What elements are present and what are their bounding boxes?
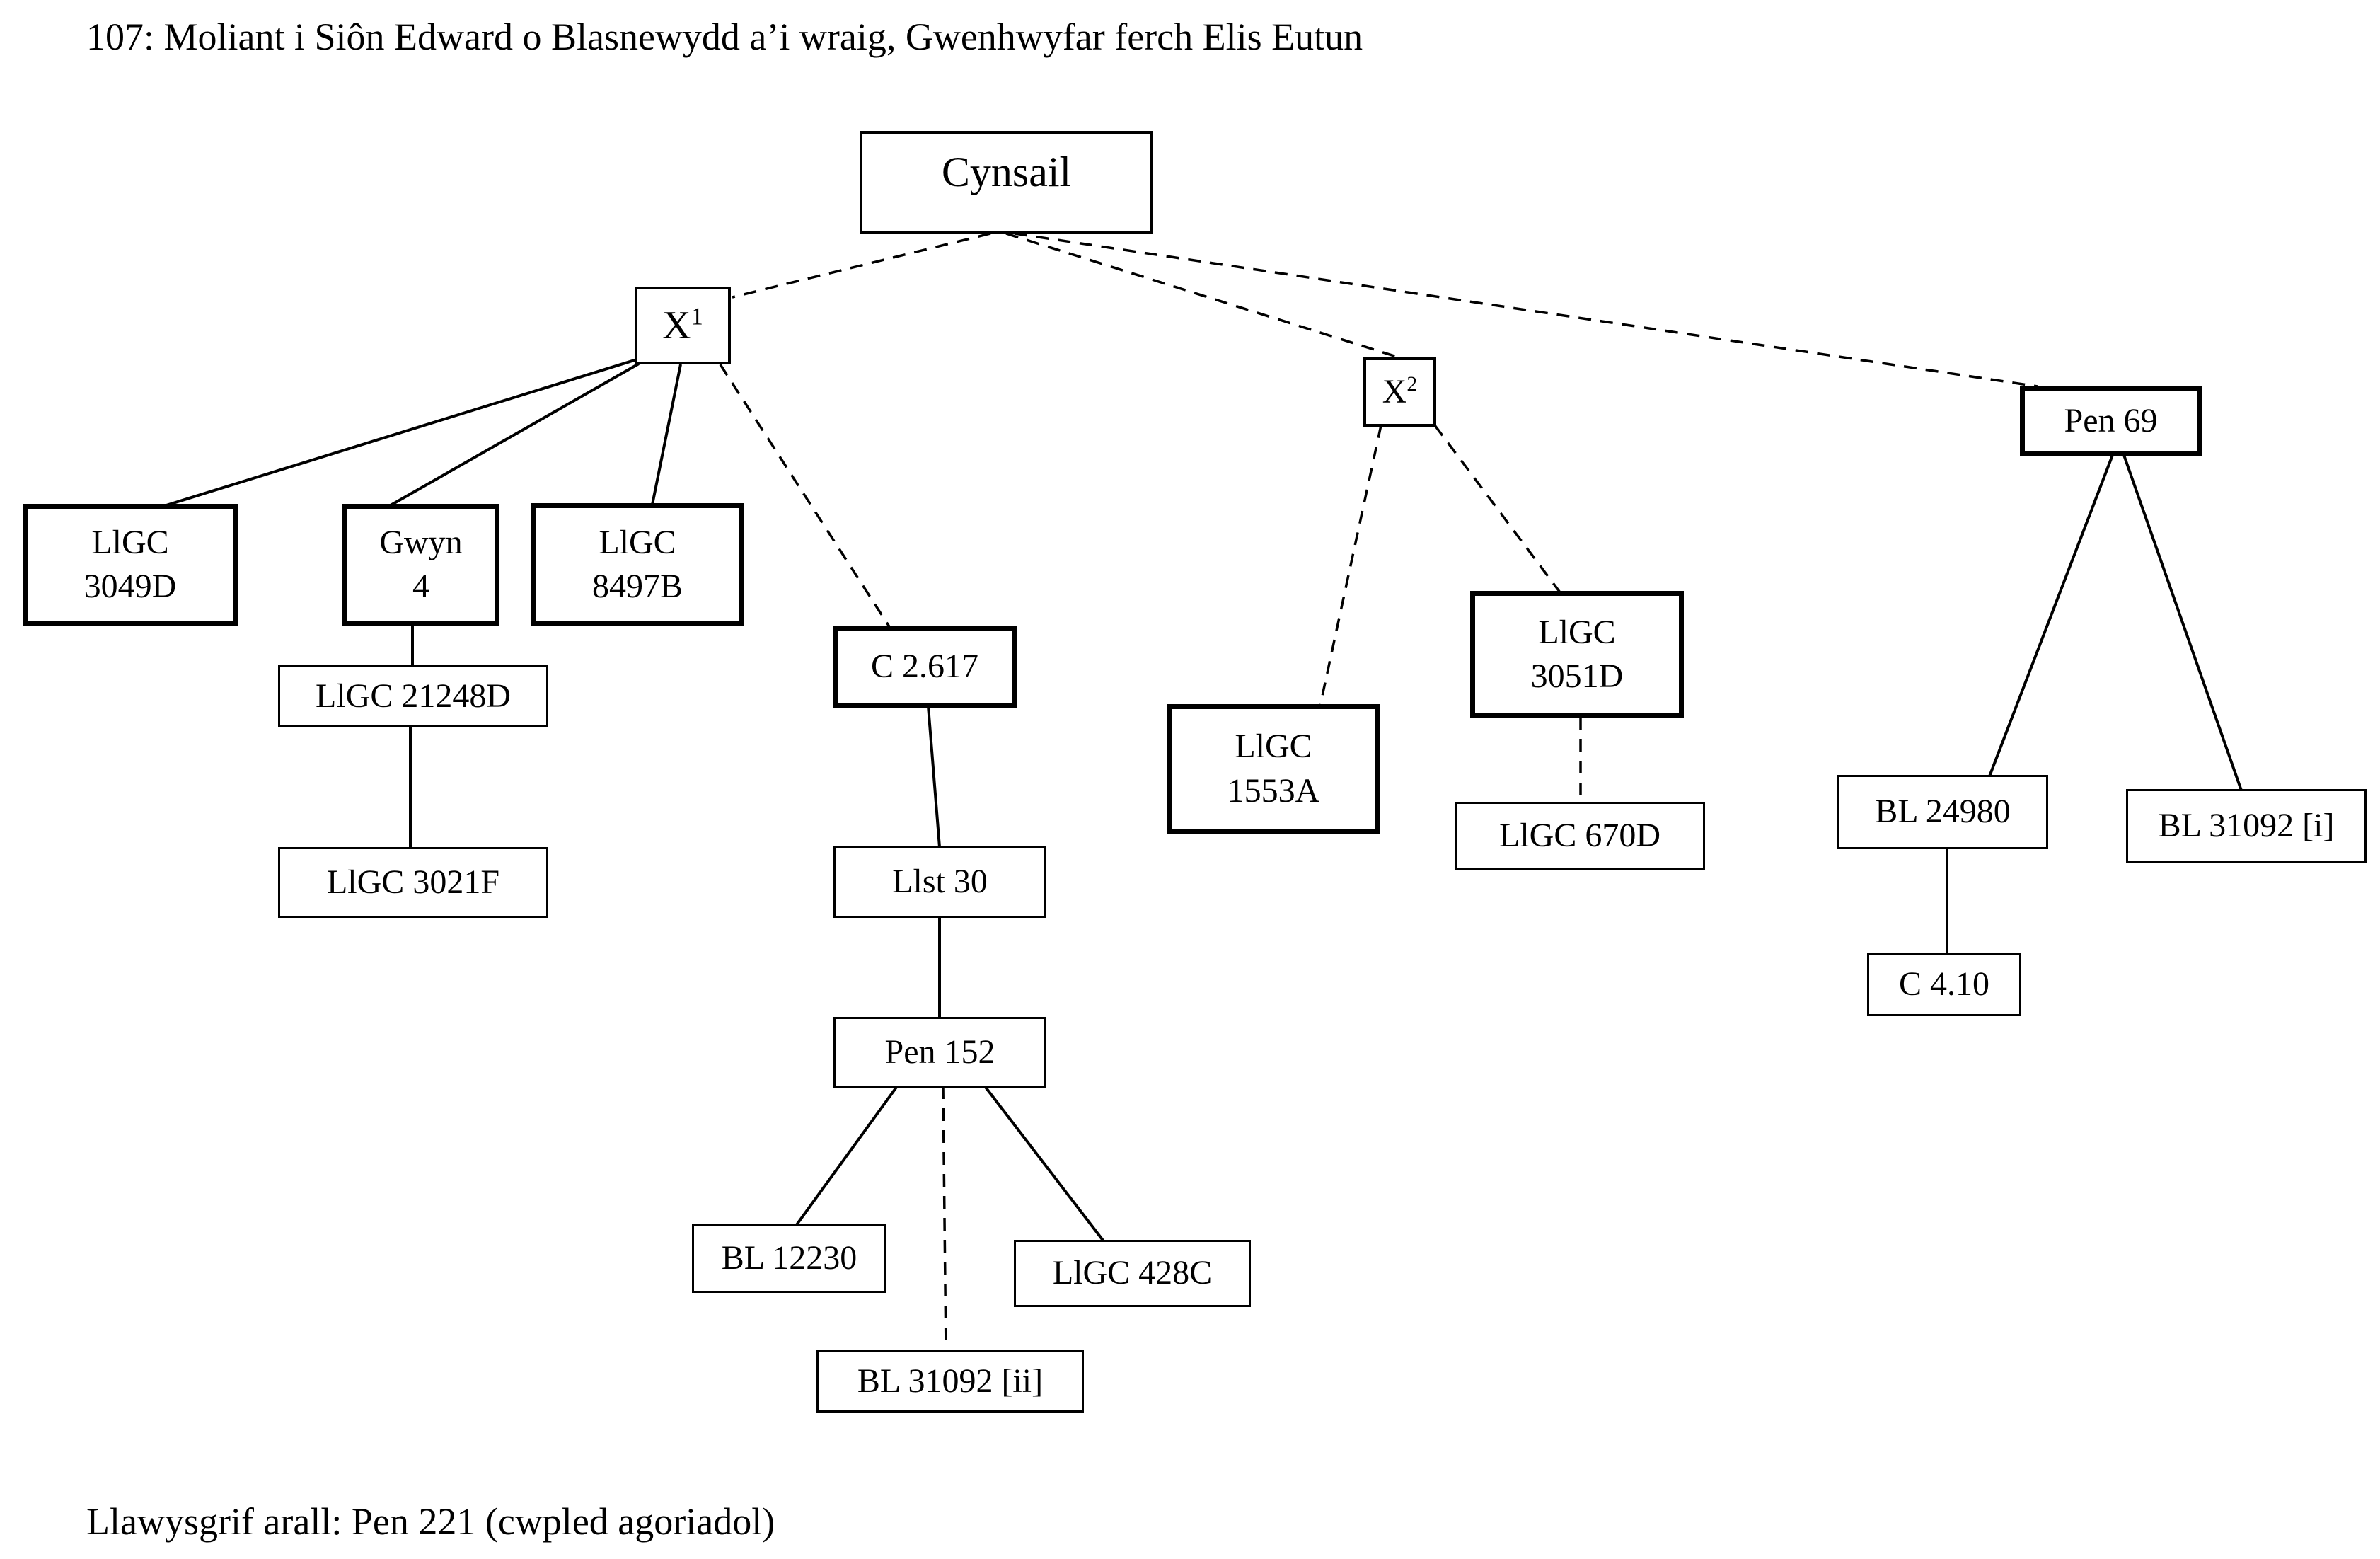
node-x1: X1	[635, 287, 731, 364]
node-bl-31092-i: BL 31092 [i]	[2126, 789, 2367, 863]
node-gwyn-4: Gwyn 4	[342, 504, 499, 626]
node-bl-24980: BL 24980	[1837, 775, 2048, 849]
edge-x1-llgc3049d	[166, 358, 637, 507]
footer-note: Llawysgrif arall: Pen 221 (cwpled agoria…	[86, 1500, 775, 1543]
node-c-410: C 4.10	[1867, 953, 2021, 1016]
edge-pen69-bl31092i	[2122, 454, 2243, 791]
edge-pen152-bl12230	[795, 1085, 899, 1227]
edge-cynsail-x2	[1005, 232, 1399, 359]
edge-cynsail-pen69	[1014, 232, 2038, 388]
edge-x1-c2617	[719, 364, 891, 628]
node-llgc-3021f: LlGC 3021F	[278, 847, 548, 918]
node-cynsail: Cynsail	[860, 131, 1153, 234]
edge-pen152-bl31092ii	[942, 1086, 947, 1352]
edge-x2-llgc1553a	[1319, 425, 1382, 706]
node-bl-31092-ii: BL 31092 [ii]	[816, 1350, 1084, 1413]
edge-cynsail-x1	[732, 232, 991, 299]
edge-x2-llgc3051d	[1433, 424, 1561, 594]
node-llgc-21248d: LlGC 21248D	[278, 665, 548, 727]
edge-pen152-llgc428c	[983, 1085, 1105, 1243]
node-llgc-3051d: LlGC 3051D	[1470, 591, 1684, 718]
node-llst-30: Llst 30	[833, 846, 1046, 918]
edge-pen69-bl24980	[1988, 454, 2114, 777]
page-title: 107: Moliant i Siôn Edward o Blasnewydd …	[86, 16, 1363, 58]
node-bl-12230: BL 12230	[692, 1224, 886, 1293]
node-x2: X2	[1363, 357, 1436, 427]
node-llgc-428c: LlGC 428C	[1014, 1240, 1251, 1307]
node-llgc-8497b: LlGC 8497B	[531, 503, 744, 626]
node-llgc-3049d: LlGC 3049D	[23, 504, 238, 626]
edge-x1-llgc8497b	[651, 364, 682, 505]
edge-x1-gwyn4	[390, 362, 640, 507]
x1-label: X1	[662, 301, 703, 347]
node-pen-152: Pen 152	[833, 1017, 1046, 1088]
node-pen-69: Pen 69	[2020, 386, 2202, 456]
x2-label: X2	[1382, 372, 1418, 410]
edge-c2617-llst30	[927, 706, 941, 848]
node-llgc-1553a: LlGC 1553A	[1167, 704, 1380, 834]
node-llgc-670d: LlGC 670D	[1455, 802, 1705, 870]
node-c-2617: C 2.617	[833, 626, 1017, 708]
